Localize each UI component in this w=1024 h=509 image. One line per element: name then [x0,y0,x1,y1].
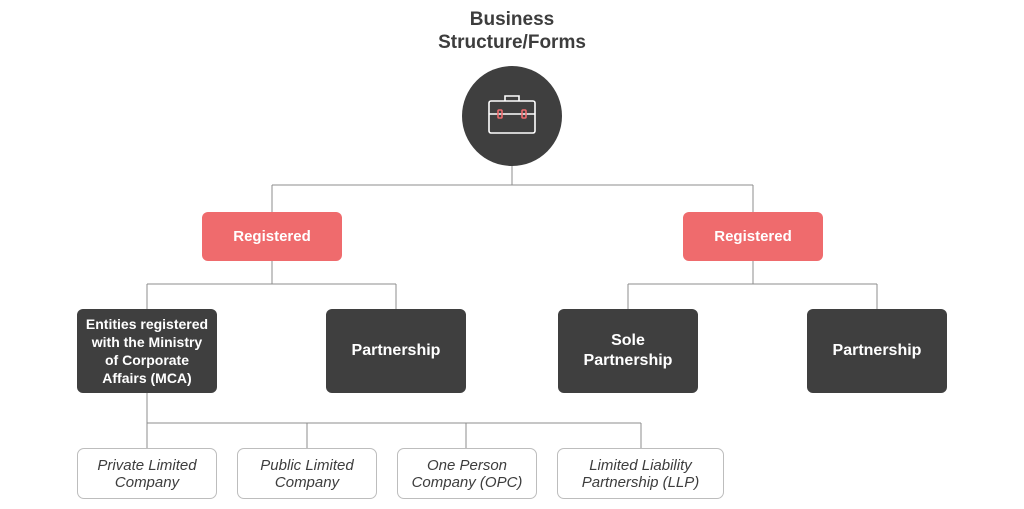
briefcase-icon [488,95,536,134]
llp-node: Limited Liability Partnership (LLP) [557,448,724,499]
one-person-company-node: One Person Company (OPC) [397,448,537,499]
registered-node-left: Registered [202,212,342,261]
partnership-node-left: Partnership [326,309,466,393]
diagram-title: Business Structure/Forms [412,8,612,54]
registered-node-right: Registered [683,212,823,261]
public-limited-company-node: Public Limited Company [237,448,377,499]
mca-line-2: with the Ministry [91,334,203,350]
llp-line-1: Limited Liability [589,456,692,474]
partnership-right-label: Partnership [832,342,922,359]
public-line-1: Public Limited [260,456,354,474]
mca-line-1: Entities registered [85,316,209,332]
title-line-1: Business [469,9,555,30]
partnership-left-label: Partnership [351,342,441,359]
partnership-node-right: Partnership [807,309,947,393]
sole-partnership-node: Sole Partnership [558,309,698,393]
mca-line-4: Affairs (MCA) [102,370,192,386]
title-line-2: Structure/Forms [438,32,586,53]
public-line-2: Company [274,473,340,491]
sole-line-1: Sole [611,332,645,349]
llp-line-2: Partnership (LLP) [581,473,700,491]
opc-line-2: Company (OPC) [411,473,523,491]
root-node [462,66,562,166]
private-limited-company-node: Private Limited Company [77,448,217,499]
sole-line-2: Partnership [583,352,673,369]
private-line-2: Company [114,473,180,491]
mca-line-3: of Corporate [105,352,189,368]
private-line-1: Private Limited [97,456,197,474]
opc-line-1: One Person [426,456,508,474]
mca-entities-node: Entities registered with the Ministry of… [77,309,217,393]
